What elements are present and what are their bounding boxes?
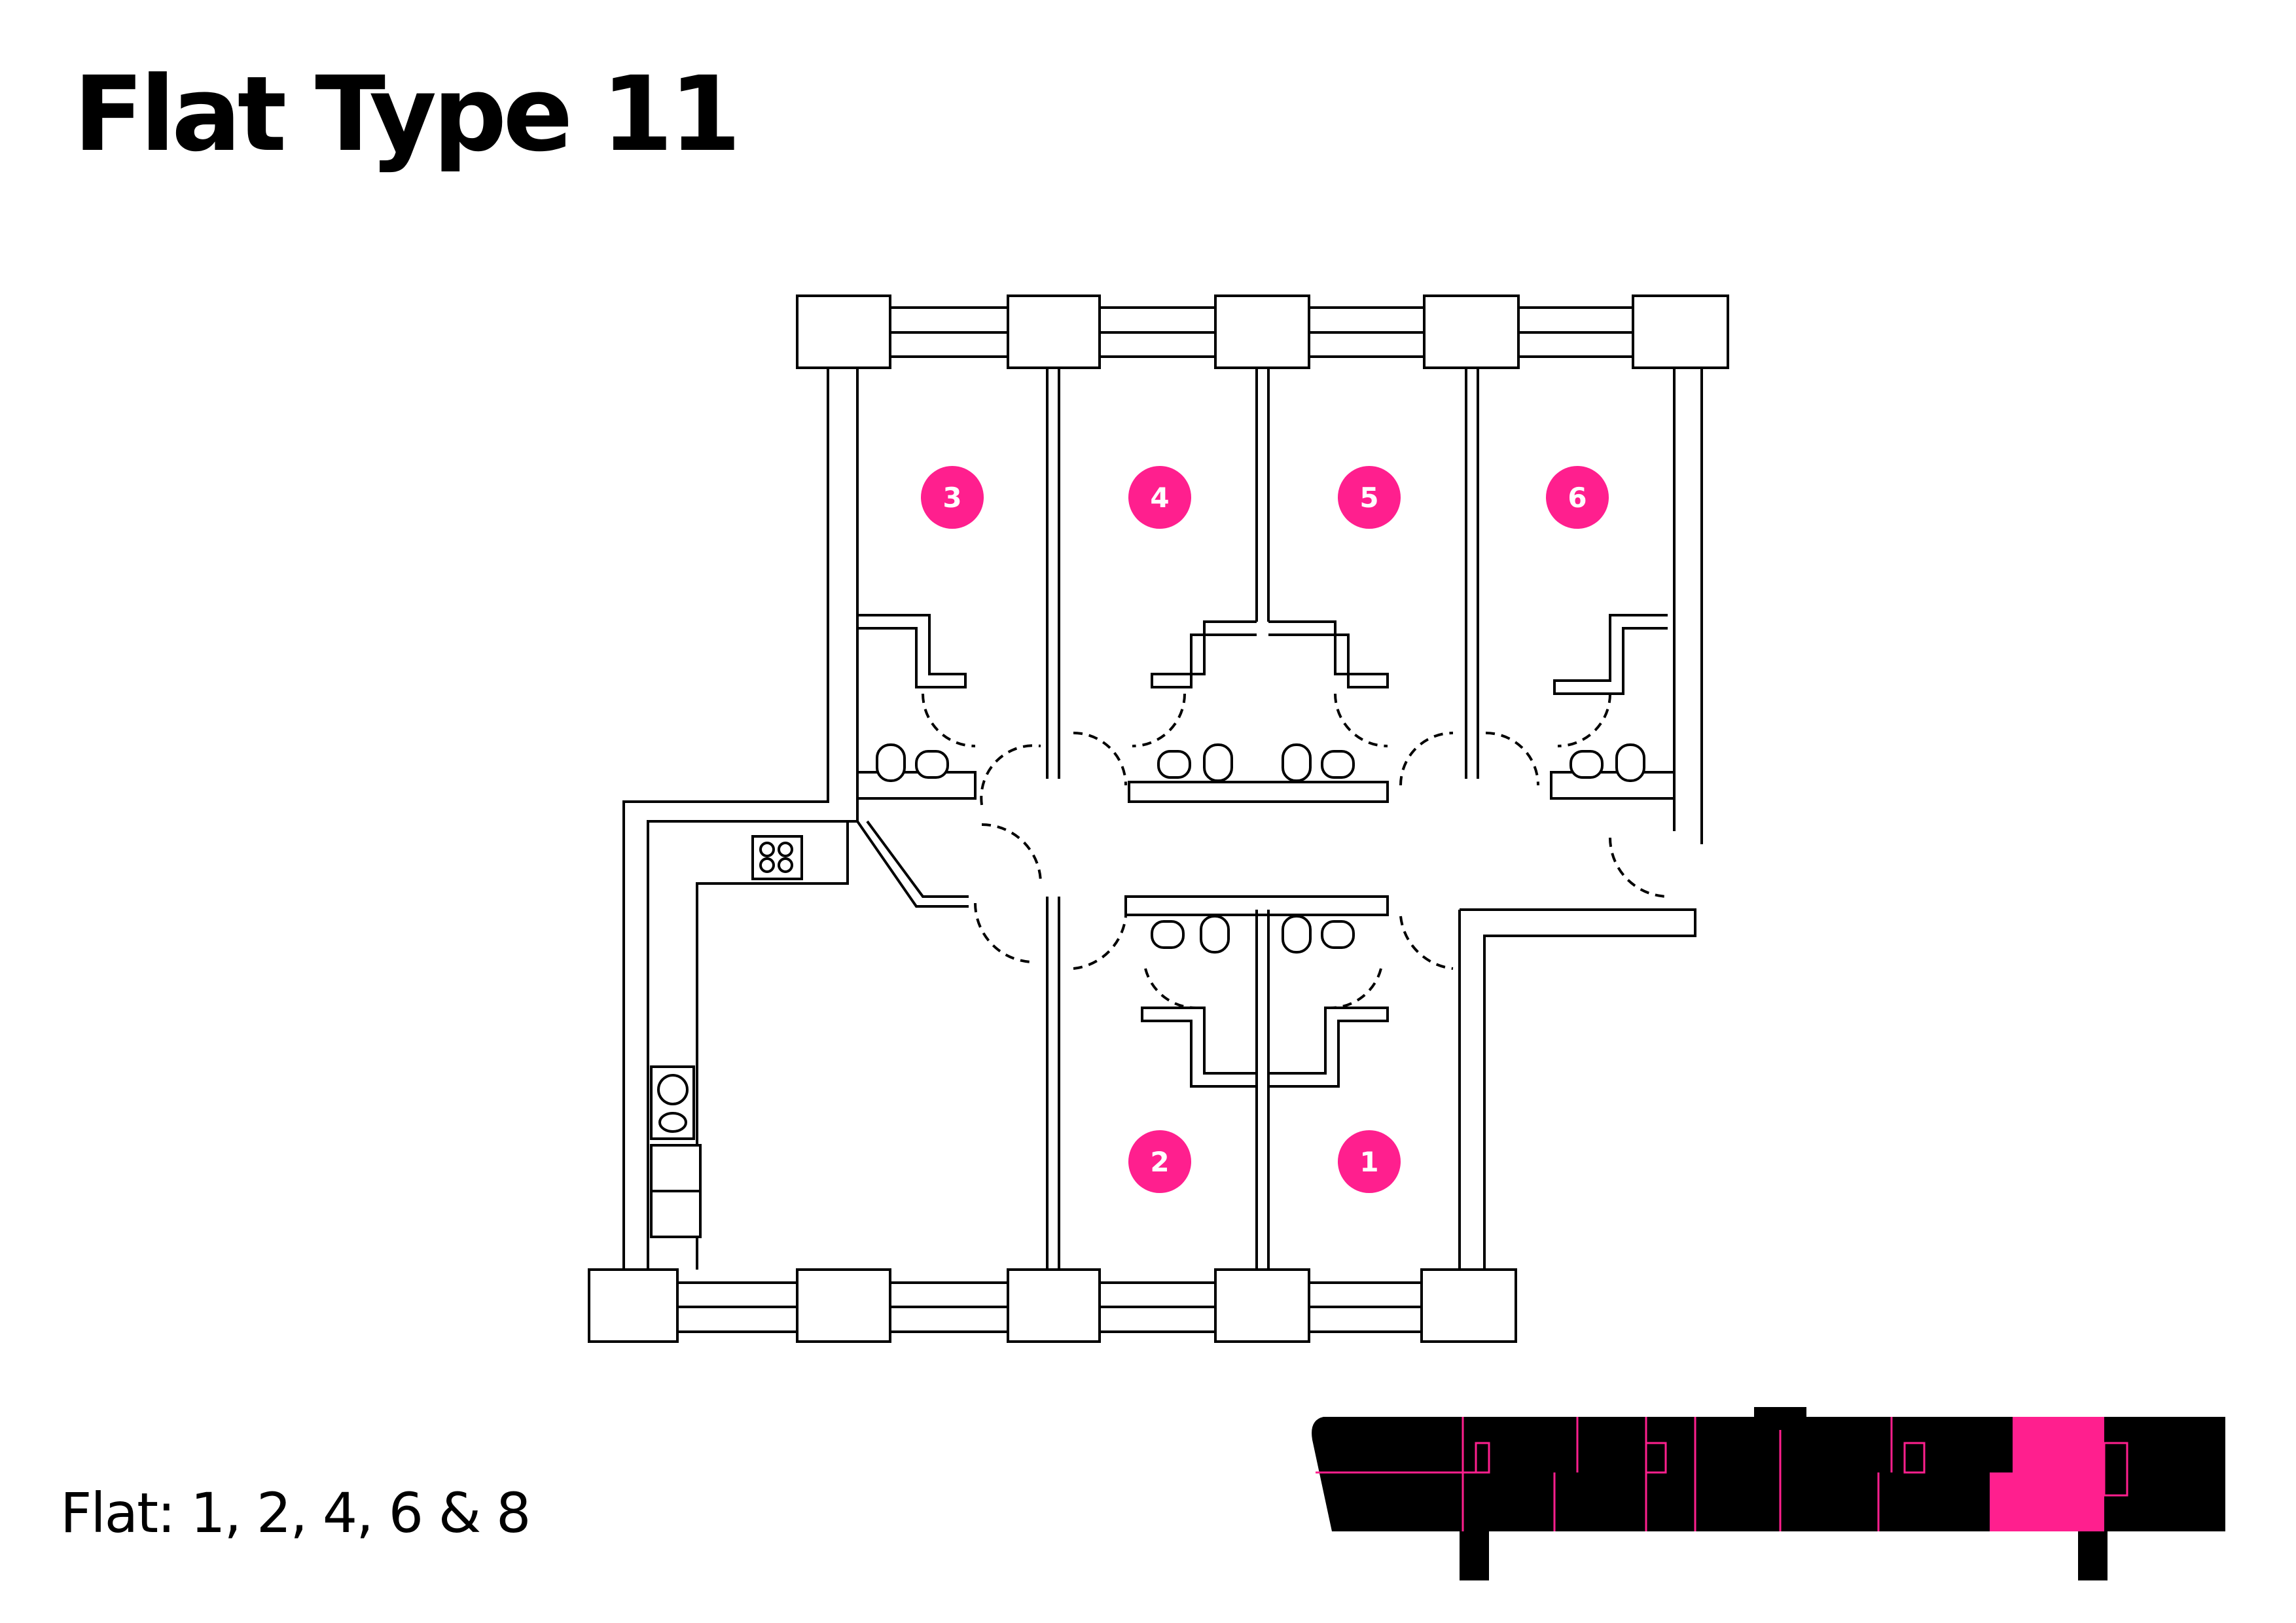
flat-numbers-label: Flat: 1, 2, 4, 6 & 8: [60, 1481, 531, 1545]
outer-walls: [622, 368, 1703, 1270]
room-marker-4: 4: [1128, 466, 1191, 529]
lower-partitions: [1046, 895, 1389, 1270]
kitchen: [648, 820, 969, 1270]
svg-text:2: 2: [1150, 1146, 1169, 1178]
svg-text:5: 5: [1359, 482, 1378, 514]
svg-text:1: 1: [1359, 1146, 1378, 1178]
room-marker-6: 6: [1546, 466, 1609, 529]
highlighted-flat: [2013, 1417, 2104, 1531]
room-marker-1: 1: [1338, 1130, 1401, 1193]
upper-partitions: [857, 368, 1668, 779]
room-marker-2: 2: [1128, 1130, 1191, 1193]
room-marker-3: 3: [921, 466, 984, 529]
door-swings: [922, 693, 1670, 1010]
bottom-window-wall: [588, 1268, 1517, 1343]
svg-text:4: 4: [1150, 482, 1169, 514]
svg-text:3: 3: [942, 482, 961, 514]
svg-text:6: 6: [1568, 482, 1587, 514]
room-marker-5: 5: [1338, 466, 1401, 529]
top-window-wall: [796, 294, 1729, 369]
sink-icon: [650, 1065, 695, 1140]
upper-bathrooms: [856, 743, 1676, 803]
hob-icon: [751, 835, 803, 880]
page-title: Flat Type 11: [73, 54, 741, 175]
